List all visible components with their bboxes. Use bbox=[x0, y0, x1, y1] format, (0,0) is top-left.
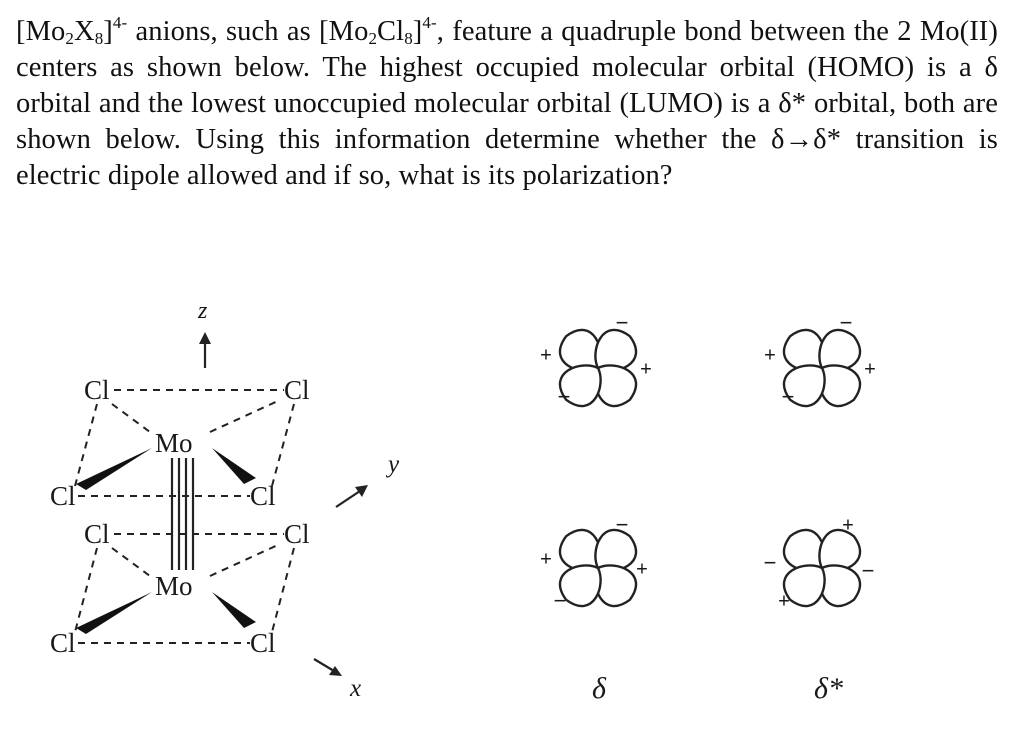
question-text: [Mo2X8]4- anions, such as [Mo2Cl8]4-, fe… bbox=[16, 13, 998, 191]
cl-bottom-left: Cl bbox=[50, 628, 76, 658]
svg-text:+: + bbox=[640, 358, 652, 380]
delta-orbital-bottom: + + − − bbox=[540, 512, 648, 613]
svg-text:−: − bbox=[558, 384, 571, 409]
svg-text:−: − bbox=[616, 310, 629, 335]
svg-text:+: + bbox=[540, 548, 552, 570]
z-axis-arrowhead bbox=[199, 332, 211, 344]
svg-text:−: − bbox=[782, 384, 795, 409]
delta-orbital-top: + + − − bbox=[540, 310, 652, 409]
cl-mid-right-upper: Cl bbox=[250, 481, 276, 511]
svg-text:+: + bbox=[842, 514, 854, 536]
delta-star-orbital-bottom: + + − − bbox=[764, 514, 875, 612]
cl-mid-left-lower: Cl bbox=[84, 519, 110, 549]
svg-text:+: + bbox=[764, 344, 776, 366]
mo-top: Mo bbox=[155, 428, 193, 458]
delta-star-label: δ* bbox=[814, 672, 843, 705]
axis-y-label: y bbox=[385, 451, 400, 478]
mo2cl8-structure: z Cl Cl Cl Cl Cl Cl Cl Cl Mo Mo bbox=[50, 298, 400, 702]
axis-x-label: x bbox=[349, 675, 361, 702]
svg-text:+: + bbox=[540, 344, 552, 366]
svg-text:−: − bbox=[764, 550, 777, 575]
delta-label: δ bbox=[592, 672, 607, 705]
cl-mid-left-upper: Cl bbox=[50, 481, 76, 511]
svg-text:−: − bbox=[554, 588, 567, 613]
svg-text:−: − bbox=[862, 558, 875, 583]
svg-text:−: − bbox=[616, 512, 629, 537]
svg-text:+: + bbox=[864, 358, 876, 380]
cl-mid-right-lower: Cl bbox=[284, 519, 310, 549]
axis-z-label: z bbox=[197, 298, 208, 324]
delta-star-orbital-top: + + − − bbox=[764, 310, 876, 409]
svg-text:+: + bbox=[778, 590, 790, 612]
svg-text:+: + bbox=[636, 558, 648, 580]
y-axis-arrow bbox=[335, 490, 361, 508]
x-axis-arrow bbox=[313, 658, 335, 672]
cl-top-right: Cl bbox=[284, 375, 310, 405]
svg-text:−: − bbox=[840, 310, 853, 335]
cl-top-left: Cl bbox=[84, 375, 110, 405]
cl-bottom-right: Cl bbox=[250, 628, 276, 658]
mo-bottom: Mo bbox=[155, 571, 193, 601]
